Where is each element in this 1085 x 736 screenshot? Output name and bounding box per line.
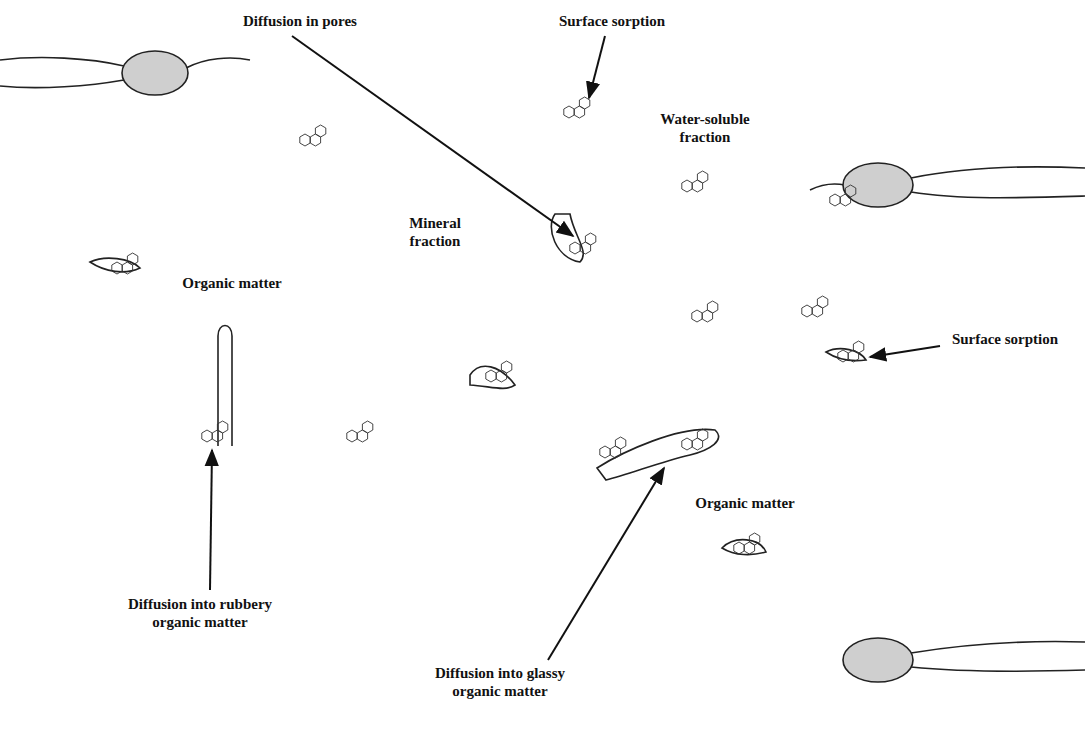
organic-matter: Organic matter: [525, 310, 1003, 650]
blob-fill: [190, 76, 600, 456]
pah-molecules: [112, 97, 864, 554]
colloid-particles: [0, 51, 1085, 682]
region-label: Organic matter: [695, 494, 795, 512]
region-label: Mineral fraction: [394, 214, 476, 250]
blob-border: [190, 76, 600, 456]
leader-arrows: [210, 36, 940, 660]
callout-label: Diffusion into glassy organic matter: [413, 664, 588, 700]
blob-outline: [525, 310, 1003, 650]
blob-border: [77, 130, 359, 443]
region-label: Organic matter: [182, 274, 282, 292]
callout-label: Diffusion into rubbery organic matter: [110, 595, 290, 631]
mineral-fraction: Mineral fraction: [185, 68, 615, 468]
organic-matter: Organic matter: [70, 120, 366, 452]
blob-border: [536, 318, 995, 641]
blob-fill: [77, 130, 359, 443]
callout-label: Surface sorption: [952, 330, 1058, 348]
callout-label: Surface sorption: [559, 12, 665, 30]
callout-label: Diffusion in pores: [243, 12, 357, 30]
blob-fill: [536, 318, 995, 641]
callout-label: Water-soluble fraction: [645, 110, 765, 146]
blob-outline: [185, 68, 615, 468]
pores: [90, 214, 866, 555]
